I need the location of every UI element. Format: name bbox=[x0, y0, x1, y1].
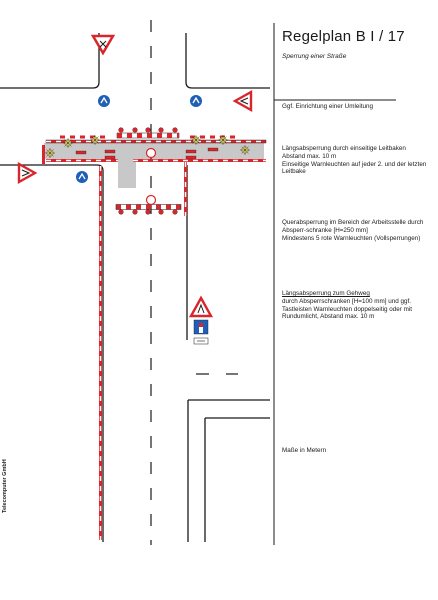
yield-sign-icon bbox=[90, 34, 116, 56]
roadworks-warning-sign-icon bbox=[17, 161, 38, 185]
column-rules bbox=[273, 23, 396, 545]
barrier-right-vertical bbox=[184, 162, 187, 216]
note-sidewalk-title: Längsabsperrung zum Gehweg bbox=[282, 290, 370, 297]
barrier-left-vertical bbox=[99, 166, 102, 540]
roadworks-warning-sign-icon bbox=[232, 89, 253, 113]
street-edges bbox=[0, 33, 270, 542]
barrier-bottom-left bbox=[46, 159, 266, 162]
note-sidewalk: Längsabsperrung zum Gehweg durch Absperr… bbox=[282, 290, 432, 321]
note-cross-barrier: Querabsperrung im Bereich der Arbeitsste… bbox=[282, 219, 424, 242]
end-barrier-marks bbox=[75, 147, 219, 160]
note-lengthwise-title: Längsabsperrung durch einseitige Leitbak… bbox=[282, 145, 406, 152]
mandatory-direction-sign-icon bbox=[190, 95, 202, 107]
rundumlicht-markers bbox=[145, 147, 157, 206]
mandatory-direction-sign-icon bbox=[76, 171, 88, 183]
note-units: Maße in Metern bbox=[282, 447, 327, 454]
barrier-top-left-vertical bbox=[42, 145, 45, 164]
mandatory-direction-sign-icon bbox=[98, 95, 110, 107]
roadworks-warning-sign-icon bbox=[188, 295, 214, 318]
red-warning-lights bbox=[118, 127, 178, 215]
legend-column: Regelplan B I / 17 Sperrung einer Straße… bbox=[274, 0, 438, 600]
note-lengthwise-body: Abstand max. 10 m Einseitige Warnleuchte… bbox=[282, 152, 427, 176]
note-detour: Ggf. Einrichtung einer Umleitung bbox=[282, 103, 374, 110]
cross-barrier-top bbox=[116, 132, 180, 139]
page-subtitle: Sperrung einer Straße bbox=[282, 53, 347, 60]
note-lengthwise: Längsabsperrung durch einseitige Leitbak… bbox=[282, 145, 432, 176]
info-plate-icon bbox=[193, 337, 209, 345]
note-sidewalk-body: durch Absperrschranken [H=100 mm] und gg… bbox=[282, 297, 412, 321]
page-title: Regelplan B I / 17 bbox=[282, 28, 405, 45]
credit-label: Telecomputer GmbH bbox=[2, 459, 8, 513]
barrier-top-long bbox=[45, 139, 267, 144]
cross-barrier-bottom bbox=[115, 204, 182, 210]
yellow-warning-lights bbox=[45, 135, 250, 158]
dead-end-sign-icon bbox=[193, 319, 209, 335]
